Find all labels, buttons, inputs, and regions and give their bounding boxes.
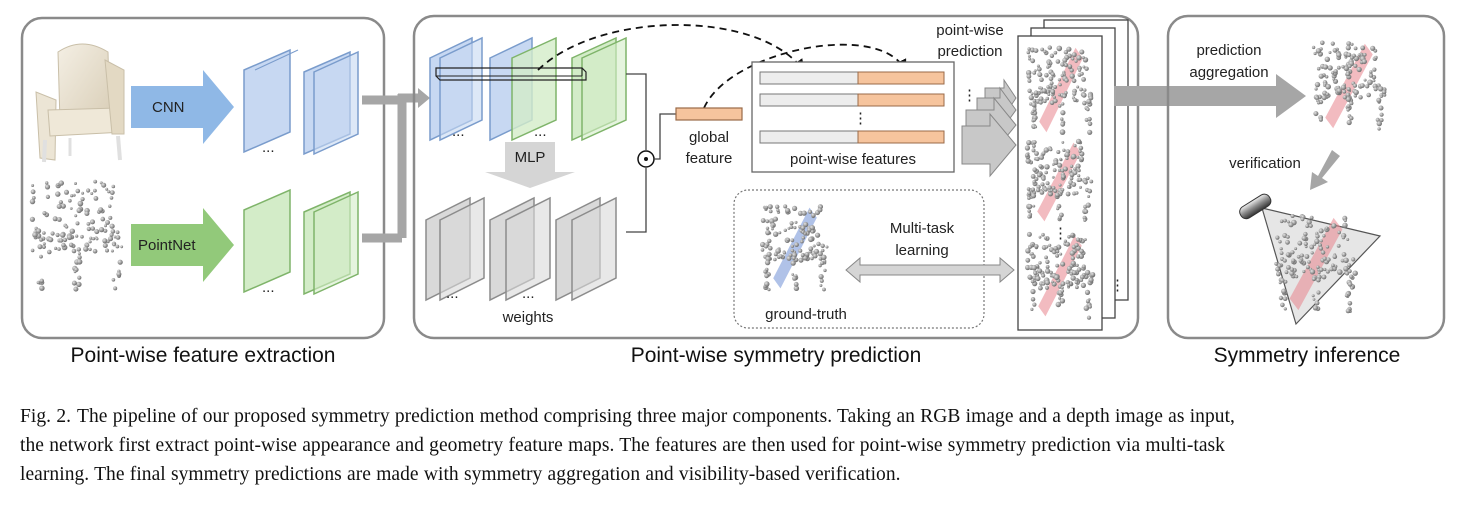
- symmetry-plane: [1289, 217, 1343, 311]
- verification-arrow: verification: [1229, 150, 1340, 190]
- aggregation-arrow: prediction aggregation: [1114, 42, 1306, 118]
- prediction-title: Point-wise symmetry prediction: [631, 344, 922, 367]
- rgb-chair-image: [35, 43, 125, 163]
- weights-label: weights: [502, 309, 554, 326]
- elementwise-product-icon: [644, 157, 648, 161]
- vdots: ⋮: [1053, 225, 1068, 242]
- aggregation-label-1: prediction: [1196, 42, 1261, 59]
- prediction-panel: [412, 14, 1140, 340]
- ellipsis: ...: [534, 123, 547, 140]
- extraction-panel: [20, 16, 386, 340]
- pointwise-prediction-stack: ⋮ ⋮ point-wise prediction: [936, 19, 1129, 331]
- global-dashed-arrow: [703, 43, 907, 109]
- pointwise-features-label: point-wise features: [790, 151, 916, 168]
- ellipsis: ...: [262, 139, 275, 156]
- cnn-label: CNN: [152, 99, 185, 116]
- caption-label: Fig. 2.: [20, 406, 72, 427]
- figure-caption: Fig. 2.The pipeline of our proposed symm…: [20, 402, 1465, 489]
- weight-maps: ... ... weights: [425, 196, 617, 326]
- appearance-feature-maps: ...: [243, 48, 359, 156]
- symmetry-plane: [1325, 43, 1373, 129]
- depth-point-cloud: [29, 179, 124, 292]
- multitask-arrow: Multi-task learning: [845, 220, 1015, 284]
- global-feature-label-2: feature: [686, 150, 733, 167]
- visibility-verification: [1239, 193, 1382, 326]
- ellipsis: ...: [452, 123, 465, 140]
- global-feature-label-1: global: [689, 129, 729, 146]
- cnn-arrow: CNN: [131, 70, 234, 144]
- multitask-label-1: Multi-task: [890, 220, 955, 237]
- mlp-arrow: MLP: [485, 142, 575, 188]
- vdots: ⋮: [962, 87, 977, 104]
- product-connectors: [626, 73, 676, 233]
- geometry-feature-maps: ...: [243, 188, 359, 296]
- multitask-label-2: learning: [895, 242, 948, 259]
- inference-panel: [1166, 14, 1446, 340]
- symmetry-plane: [773, 207, 817, 289]
- ellipsis: ...: [262, 279, 275, 296]
- vdots: ⋮: [1110, 277, 1125, 294]
- caption-line-1: Fig. 2.The pipeline of our proposed symm…: [20, 402, 1465, 431]
- vdots: ⋮: [853, 110, 868, 127]
- caption-line-3: learning. The final symmetry predictions…: [20, 464, 901, 485]
- merge-connector: [362, 88, 430, 243]
- global-feature: global feature: [675, 107, 743, 167]
- aggregated-prediction: [1311, 40, 1387, 131]
- caption-line-2: the network first extract point-wise app…: [20, 435, 1225, 456]
- ellipsis: ...: [446, 285, 459, 302]
- pointwise-features: ⋮ point-wise features: [751, 61, 955, 173]
- fan-arrows: ⋮: [961, 78, 1017, 178]
- ellipsis: ...: [522, 285, 535, 302]
- pointwise-prediction-label-1: point-wise: [936, 22, 1004, 39]
- ground-truth-label: ground-truth: [765, 306, 847, 323]
- symmetry-plane: [1038, 235, 1082, 317]
- mlp-label: MLP: [515, 149, 546, 166]
- extraction-title: Point-wise feature extraction: [71, 344, 336, 367]
- depth-sensor-icon: [1239, 193, 1272, 220]
- ground-truth-box: ground-truth: [733, 189, 985, 329]
- symmetry-plane: [1037, 142, 1081, 222]
- pointwise-prediction-label-2: prediction: [937, 43, 1002, 60]
- inference-title: Symmetry inference: [1214, 344, 1401, 367]
- pointnet-arrow: PointNet: [131, 208, 234, 282]
- pointnet-label: PointNet: [138, 237, 196, 254]
- caption-text-1: The pipeline of our proposed symmetry pr…: [77, 406, 1235, 427]
- aggregation-label-2: aggregation: [1189, 64, 1268, 81]
- pointwise-dashed-arrow: [537, 24, 805, 73]
- pipeline-diagram: CNN ... PointNet ... Point-wise feature …: [20, 14, 1446, 367]
- verification-label: verification: [1229, 155, 1301, 172]
- concatenated-feature-maps: ... ...: [429, 36, 627, 142]
